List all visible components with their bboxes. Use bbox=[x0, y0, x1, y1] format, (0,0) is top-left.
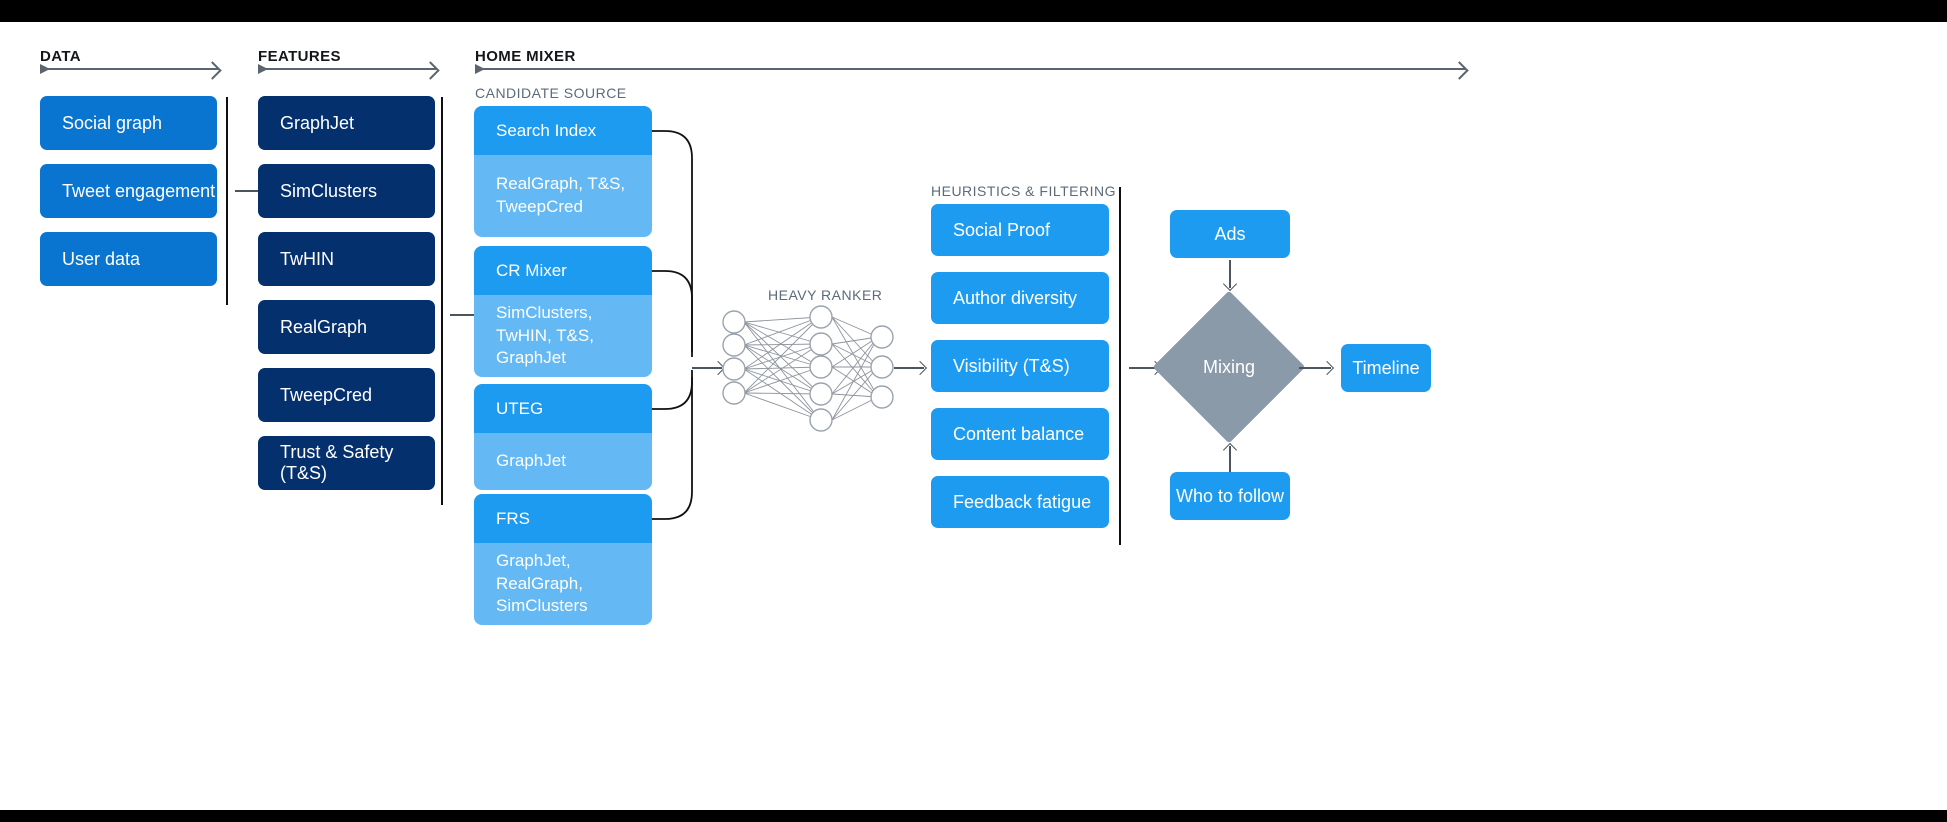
feature-box-graphjet[interactable]: GraphJet bbox=[258, 96, 435, 150]
feature-box-twhin[interactable]: TwHIN bbox=[258, 232, 435, 286]
candidate-source-features: GraphJet, RealGraph, SimClusters bbox=[474, 543, 652, 625]
heuristic-box-visibility[interactable]: Visibility (T&S) bbox=[931, 340, 1109, 392]
nn-output-layer bbox=[870, 325, 894, 409]
heuristic-box-label: Social Proof bbox=[953, 219, 1051, 240]
candidate-source-features: GraphJet bbox=[474, 433, 652, 490]
arrow-features-to-candidate-source bbox=[450, 314, 482, 316]
mixing-node-label: Mixing bbox=[1202, 356, 1255, 377]
candidate-source-name: UTEG bbox=[474, 384, 652, 433]
feature-box-label: TweepCred bbox=[280, 384, 373, 405]
nn-input-layer bbox=[722, 310, 746, 405]
heuristic-box-label: Author diversity bbox=[953, 287, 1078, 308]
heuristic-box-feedback-fatigue[interactable]: Feedback fatigue bbox=[931, 476, 1109, 528]
feature-box-label: GraphJet bbox=[280, 112, 355, 133]
connector-uteg bbox=[652, 370, 693, 410]
diagram-canvas: DATA FEATURES HOME MIXER CANDIDATE SOURC… bbox=[0, 22, 1947, 810]
candidate-source-name: CR Mixer bbox=[474, 246, 652, 295]
data-box-social-graph[interactable]: Social graph bbox=[40, 96, 217, 150]
arrow-who-to-follow-to-mixing bbox=[1229, 446, 1231, 474]
candidate-source-name: Search Index bbox=[474, 106, 652, 155]
section-title-home-mixer: HOME MIXER bbox=[475, 48, 576, 65]
arrow-candidates-to-ranker bbox=[692, 367, 722, 369]
heuristic-box-label: Visibility (T&S) bbox=[953, 355, 1070, 376]
heuristic-box-content-balance[interactable]: Content balance bbox=[931, 408, 1109, 460]
heuristic-box-author-diversity[interactable]: Author diversity bbox=[931, 272, 1109, 324]
heuristic-box-social-proof[interactable]: Social Proof bbox=[931, 204, 1109, 256]
feature-box-label: TwHIN bbox=[280, 248, 334, 269]
arrow-ads-to-mixing bbox=[1229, 260, 1231, 288]
feature-box-simclusters[interactable]: SimClusters bbox=[258, 164, 435, 218]
divider-heuristics-mixing bbox=[1119, 187, 1121, 545]
feature-box-label: SimClusters bbox=[280, 180, 378, 201]
mixing-box-label: Who to follow bbox=[1175, 485, 1285, 506]
candidate-source-card-frs[interactable]: FRS GraphJet, RealGraph, SimClusters bbox=[474, 494, 652, 625]
subsection-title-candidate-source: CANDIDATE SOURCE bbox=[475, 85, 627, 101]
feature-box-label: RealGraph bbox=[280, 316, 368, 337]
feature-box-label: Trust & Safety (T&S) bbox=[280, 442, 394, 483]
candidate-source-card-uteg[interactable]: UTEG GraphJet bbox=[474, 384, 652, 490]
nn-hidden-layer bbox=[809, 305, 833, 432]
mixing-box-label: Ads bbox=[1214, 223, 1246, 244]
mixing-box-who-to-follow[interactable]: Who to follow bbox=[1170, 472, 1290, 520]
data-box-user-data[interactable]: User data bbox=[40, 232, 217, 286]
candidate-source-name: FRS bbox=[474, 494, 652, 543]
arrow-heuristics-to-mixing bbox=[1129, 367, 1159, 369]
axis-arrow-home-mixer bbox=[475, 64, 1465, 74]
axis-arrow-data bbox=[40, 64, 218, 74]
section-title-data: DATA bbox=[40, 48, 82, 65]
candidate-source-features: RealGraph, T&S, TweepCred bbox=[474, 155, 652, 237]
data-box-label: User data bbox=[62, 248, 141, 269]
candidate-source-card-cr-mixer[interactable]: CR Mixer SimClusters, TwHIN, T&S, GraphJ… bbox=[474, 246, 652, 377]
heuristic-box-label: Feedback fatigue bbox=[953, 491, 1092, 512]
feature-box-realgraph[interactable]: RealGraph bbox=[258, 300, 435, 354]
candidate-source-card-search-index[interactable]: Search Index RealGraph, T&S, TweepCred bbox=[474, 106, 652, 237]
neural-network-graph bbox=[722, 305, 894, 432]
data-box-label: Social graph bbox=[62, 112, 163, 133]
section-title-features: FEATURES bbox=[258, 48, 341, 65]
data-box-label: Tweet engagement bbox=[62, 180, 216, 201]
output-box-label: Timeline bbox=[1352, 357, 1420, 378]
divider-features-home-mixer bbox=[441, 97, 443, 505]
subsection-title-heavy-ranker: HEAVY RANKER bbox=[768, 287, 883, 303]
connector-search-index bbox=[652, 130, 693, 352]
data-box-tweet-engagement[interactable]: Tweet engagement bbox=[40, 164, 217, 218]
connector-frs bbox=[652, 377, 693, 520]
heuristic-box-label: Content balance bbox=[953, 423, 1085, 444]
arrow-data-to-features bbox=[235, 190, 267, 192]
divider-data-features bbox=[226, 97, 228, 305]
arrow-mixing-to-timeline bbox=[1299, 367, 1331, 369]
candidate-source-features: SimClusters, TwHIN, T&S, GraphJet bbox=[474, 295, 652, 377]
connector-cr-mixer bbox=[652, 270, 693, 357]
feature-box-trust-and-safety[interactable]: Trust & Safety (T&S) bbox=[258, 436, 435, 490]
mixing-box-ads[interactable]: Ads bbox=[1170, 210, 1290, 258]
feature-box-tweepcred[interactable]: TweepCred bbox=[258, 368, 435, 422]
subsection-title-heuristics: HEURISTICS & FILTERING bbox=[931, 183, 1116, 199]
axis-arrow-features bbox=[258, 64, 436, 74]
output-box-timeline[interactable]: Timeline bbox=[1341, 344, 1431, 392]
arrow-ranker-to-heuristics bbox=[894, 367, 924, 369]
